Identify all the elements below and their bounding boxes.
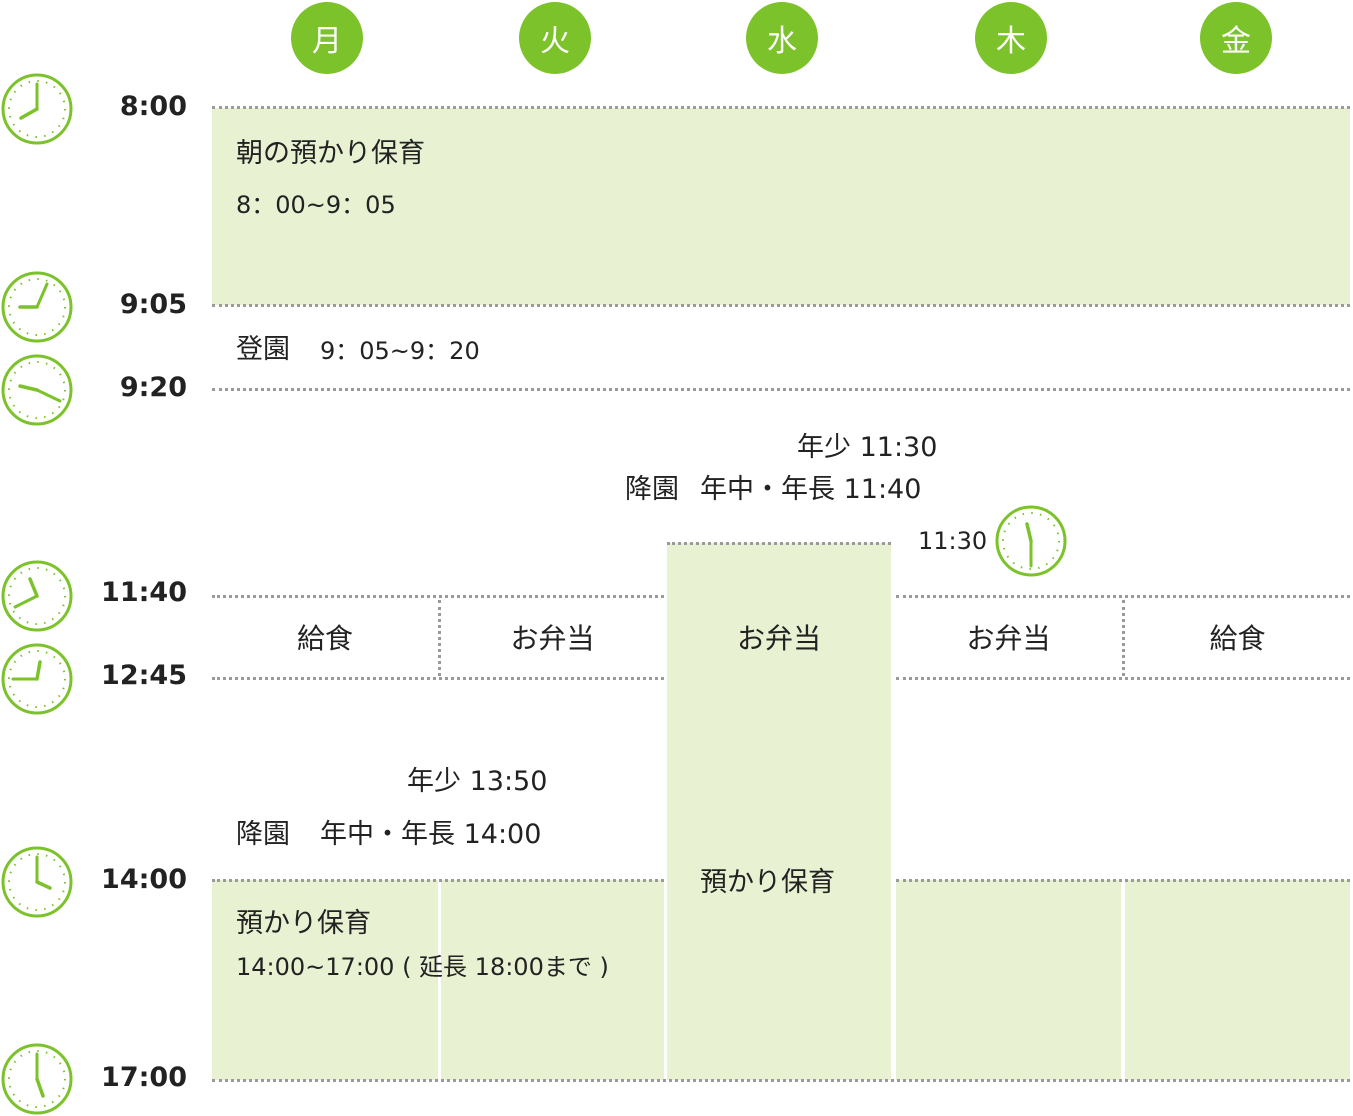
clock-icon [0, 72, 74, 146]
clock-icon [0, 270, 74, 344]
day-badge-thu: 木 [975, 2, 1047, 74]
wed-pickup-nenchu-nencho: 年中・年長 11:40 [700, 474, 922, 505]
lunch-sep-mon-tue [438, 600, 441, 676]
fri-care-block [1125, 880, 1350, 1080]
arrival-label: 登園 [236, 334, 290, 365]
afternoon-pickup-nenchu-nencho: 年中・年長 14:00 [320, 819, 542, 850]
line-1140-left [212, 595, 664, 598]
morning-care-time: 8：00~9：05 [236, 191, 396, 219]
line-1245-right [896, 677, 1350, 680]
tue-care-block [441, 880, 664, 1080]
time-label-0920: 9:20 [119, 372, 187, 403]
afternoon-care-title: 預かり保育 [236, 908, 371, 939]
line-0905 [212, 304, 1350, 307]
clock-icon [0, 353, 74, 427]
time-label-1400: 14:00 [101, 864, 187, 895]
day-badge-mon: 月 [291, 2, 363, 74]
line-0800 [212, 106, 1350, 109]
arrival-time: 9：05~9：20 [320, 337, 480, 365]
line-1400-right [896, 879, 1350, 882]
wed-pickup-nensho: 年少 11:30 [797, 432, 938, 463]
lunch-tue: お弁当 [510, 622, 595, 655]
lunch-mon: 給食 [296, 622, 353, 655]
day-badge-tue: 火 [519, 2, 591, 74]
time-label-1245: 12:45 [101, 660, 187, 691]
line-1130-wed [667, 542, 891, 545]
wed-care-block [667, 543, 891, 1080]
lunch-wed: お弁当 [736, 622, 821, 655]
thu-care-block [896, 880, 1121, 1080]
time-label-0905: 9:05 [119, 289, 187, 320]
wed-care-title: 預かり保育 [700, 867, 835, 898]
line-1700 [212, 1079, 1350, 1082]
time-label-0800: 8:00 [119, 91, 187, 122]
clock-icon [0, 642, 74, 716]
clock-icon [0, 1042, 74, 1116]
time-label-1700: 17:00 [101, 1062, 187, 1093]
line-1400-left [212, 879, 664, 882]
lunch-thu: お弁当 [966, 622, 1051, 655]
line-0920 [212, 388, 1350, 391]
morning-care-title: 朝の預かり保育 [236, 138, 425, 169]
wed-pickup-clock-time: 11:30 [918, 527, 988, 555]
mon-care-block [212, 880, 438, 1080]
clock-icon [0, 845, 74, 919]
day-badge-fri: 金 [1200, 2, 1272, 74]
day-badge-wed: 水 [746, 2, 818, 74]
clock-icon [0, 559, 74, 633]
line-1140-right [896, 595, 1350, 598]
clock-icon [994, 504, 1068, 578]
wed-pickup-label: 降園 [625, 474, 679, 505]
lunch-fri: 給食 [1209, 622, 1266, 655]
time-label-1140: 11:40 [101, 577, 187, 608]
lunch-sep-thu-fri [1122, 600, 1125, 676]
line-1245-left [212, 677, 664, 680]
morning-care-block [212, 108, 1350, 305]
afternoon-pickup-nensho: 年少 13:50 [407, 766, 548, 797]
afternoon-pickup-label: 降園 [236, 819, 290, 850]
afternoon-care-time: 14:00~17:00 ( 延長 18:00まで ) [236, 953, 609, 981]
